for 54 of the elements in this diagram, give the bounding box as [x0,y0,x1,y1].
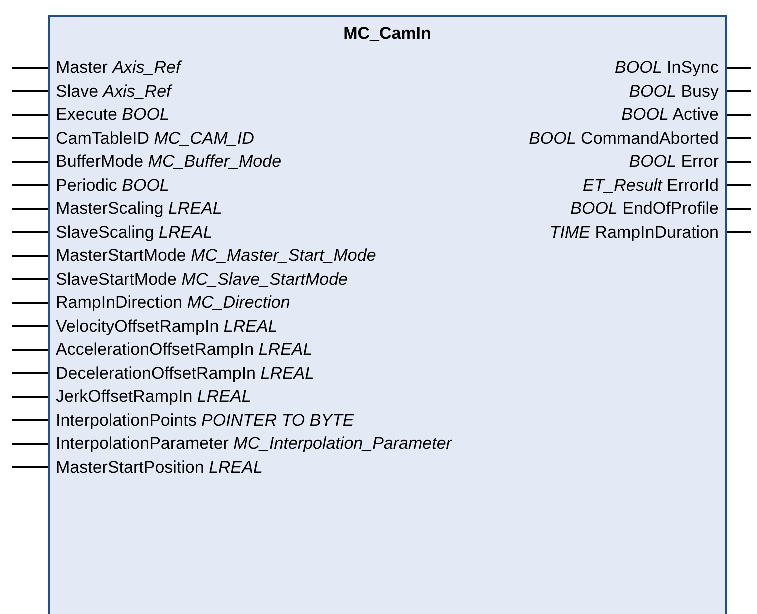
pin-line [12,90,48,92]
pin-line [12,326,48,328]
pin-label: CamTableID MC_CAM_ID [48,128,254,148]
pin-label: MasterStartPosition LREAL [48,458,263,478]
pin-line [12,349,48,351]
pin-label: BOOL EndOfProfile [570,199,727,219]
pin-line [12,208,48,210]
pin-line [727,90,751,92]
pin-label: RampInDirection MC_Direction [48,293,290,313]
pin-label: BOOL Busy [629,82,727,102]
pin-label: MasterScaling LREAL [48,199,222,219]
pin-label: VelocityOffsetRampIn LREAL [48,316,278,336]
pin-label: SlaveStartMode MC_Slave_StartMode [48,270,348,290]
pin-line [727,184,751,186]
pin-label: BufferMode MC_Buffer_Mode [48,152,282,172]
pin-label: BOOL InSync [615,58,727,78]
pin-label: InterpolationPoints POINTER TO BYTE [48,410,354,430]
pin-line [727,161,751,163]
pin-label: Master Axis_Ref [48,58,181,78]
pin-line [12,443,48,445]
pin-line [727,208,751,210]
pin-line [12,302,48,304]
pin-label: DecelerationOffsetRampIn LREAL [48,364,315,384]
pin-line [12,372,48,374]
pin-line [12,184,48,186]
block-title: MC_CamIn [344,24,432,44]
pin-line [12,67,48,69]
pin-label: Periodic BOOL [48,176,170,196]
pin-line [12,420,48,422]
pin-line [12,232,48,234]
pin-line [727,114,751,116]
pin-label: JerkOffsetRampIn LREAL [48,387,252,407]
pin-line [12,255,48,257]
pin-label: BOOL Active [622,105,727,125]
pin-label: ET_Result ErrorId [582,176,727,196]
pin-label: Execute BOOL [48,105,170,125]
pin-label: SlaveScaling LREAL [48,222,213,242]
pin-line [12,278,48,280]
pin-label: InterpolationParameter MC_Interpolation_Parameter [48,434,452,454]
pin-label: Slave Axis_Ref [48,82,172,102]
pin-line [12,138,48,140]
pin-line [727,67,751,69]
pin-line [12,114,48,116]
function-block [48,15,727,614]
pin-label: BOOL CommandAborted [529,128,727,148]
pin-line [12,161,48,163]
pin-line [727,232,751,234]
pin-line [727,138,751,140]
pin-line [12,396,48,398]
pin-label: AccelerationOffsetRampIn LREAL [48,340,313,360]
pin-label: TIME RampInDuration [550,222,727,242]
pin-label: BOOL Error [629,152,727,172]
pin-line [12,466,48,468]
pin-label: MasterStartMode MC_Master_Start_Mode [48,246,376,266]
